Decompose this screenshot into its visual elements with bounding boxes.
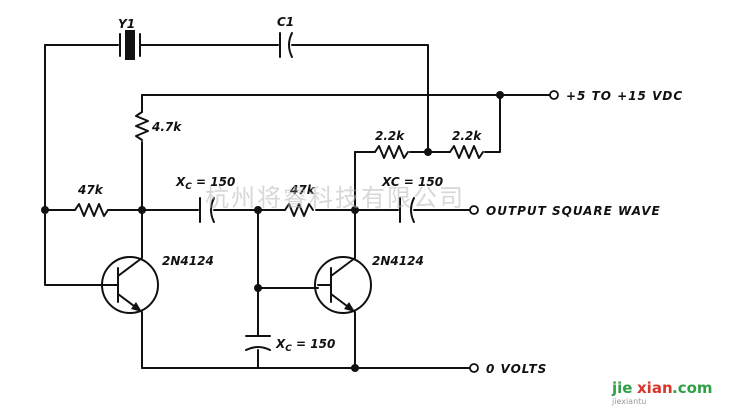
capacitor-xc150-bottom (245, 335, 271, 351)
junction-dots (41, 91, 504, 372)
capacitor-xc150-out-label: XC = 150 (381, 175, 443, 189)
resistor-4-7k (135, 111, 149, 141)
crystal-y1 (119, 30, 141, 60)
output-label: OUTPUT SQUARE WAVE (486, 204, 661, 218)
capacitor-c1-label: C1 (277, 15, 294, 29)
svg-text:jie: jie (611, 379, 632, 397)
wiring (44, 44, 551, 369)
supply-terminal (549, 90, 559, 100)
ground-label: 0 VOLTS (486, 362, 547, 376)
transistor-q2-label: 2N4124 (372, 254, 424, 268)
resistor-2-2k-b-label: 2.2k (452, 129, 482, 143)
resistor-2-2k-a (374, 145, 409, 159)
resistor-47k-left-label: 47k (77, 183, 104, 197)
svg-text:xian: xian (637, 379, 673, 397)
resistor-2-2k-a-label: 2.2k (375, 129, 405, 143)
supply-label: +5 TO +15 VDC (566, 89, 683, 103)
transistor-q2 (314, 249, 372, 323)
capacitor-xc150-out (399, 197, 415, 223)
capacitor-c1 (279, 32, 293, 58)
site-logo: jie xian .com jiexiantu (611, 379, 713, 406)
site-brand-text: jiexiantu (611, 397, 646, 406)
svg-text:.com: .com (672, 379, 713, 397)
resistor-4-7k-label: 4.7k (151, 120, 182, 134)
resistor-2-2k-b (449, 145, 484, 159)
capacitor-xc150-left (199, 197, 215, 223)
company-watermark: 杭州将睿科技有限公司 (205, 184, 465, 212)
transistor-q1 (101, 247, 159, 323)
output-terminal (469, 205, 479, 215)
capacitor-xc150-bottom-label: XC = 150 (275, 337, 335, 354)
transistor-q1-label: 2N4124 (162, 254, 214, 268)
resistor-47k-left (74, 203, 109, 217)
resistor-47k-mid (284, 203, 314, 217)
resistor-47k-mid-label: 47k (289, 183, 316, 197)
crystal-y1-label: Y1 (118, 17, 135, 31)
ground-terminal (469, 363, 479, 373)
